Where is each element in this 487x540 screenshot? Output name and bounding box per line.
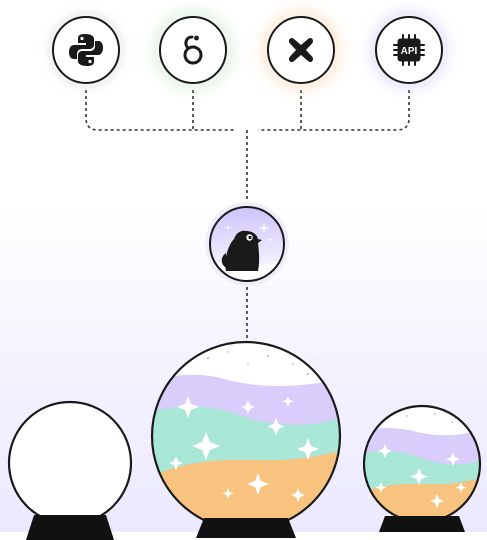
- cross-logo-icon: [289, 37, 313, 63]
- large-globe-base: [196, 518, 296, 538]
- loop-logo-icon: [183, 35, 203, 65]
- connector-python: [85, 84, 236, 131]
- connector-api: [258, 84, 410, 131]
- empty-globe-base: [26, 515, 114, 540]
- large-filled-globe[interactable]: [148, 338, 348, 538]
- penguin-icon: [212, 230, 284, 281]
- hub-node[interactable]: [202, 199, 292, 289]
- python-logo-icon: [69, 34, 103, 66]
- api-chip-icon: API: [393, 34, 425, 66]
- empty-globe[interactable]: [0, 400, 140, 540]
- small-filled-globe[interactable]: [357, 402, 487, 532]
- api-label: API: [401, 46, 418, 57]
- python-node[interactable]: [52, 16, 120, 84]
- small-globe-base: [379, 516, 465, 532]
- cross-node[interactable]: [267, 16, 335, 84]
- api-node[interactable]: API: [375, 16, 443, 84]
- loop-node[interactable]: [159, 16, 227, 84]
